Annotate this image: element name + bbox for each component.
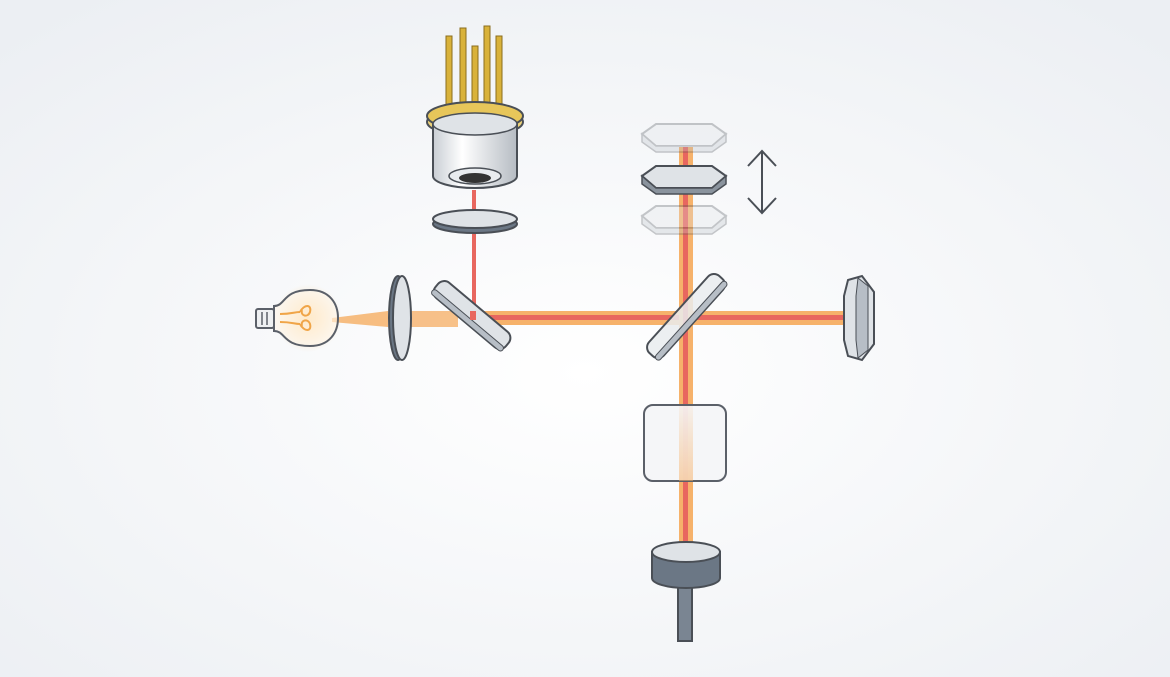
beam-splitter-icon [646,272,728,361]
laser-beam-horizontal [470,315,854,320]
collimating-lens-icon [432,209,518,234]
condensed-beam [398,311,458,327]
laser-beam-vertical [683,147,688,550]
condenser-lens-icon [388,275,412,361]
double-arrow-icon [747,149,777,215]
detector-icon [651,541,721,642]
laser-beam-source [472,190,476,320]
laser-diode-icon [426,25,524,189]
cuvette-icon [643,404,727,482]
movable-mirror-icon [640,165,728,195]
fixed-mirror-icon [843,274,875,362]
lamp-beam [332,311,388,327]
movable-mirror-ghost-bottom [640,205,728,235]
movable-mirror-ghost-top [640,123,728,153]
light-bulb-icon [255,284,342,352]
laser-reflect-point [470,311,476,320]
